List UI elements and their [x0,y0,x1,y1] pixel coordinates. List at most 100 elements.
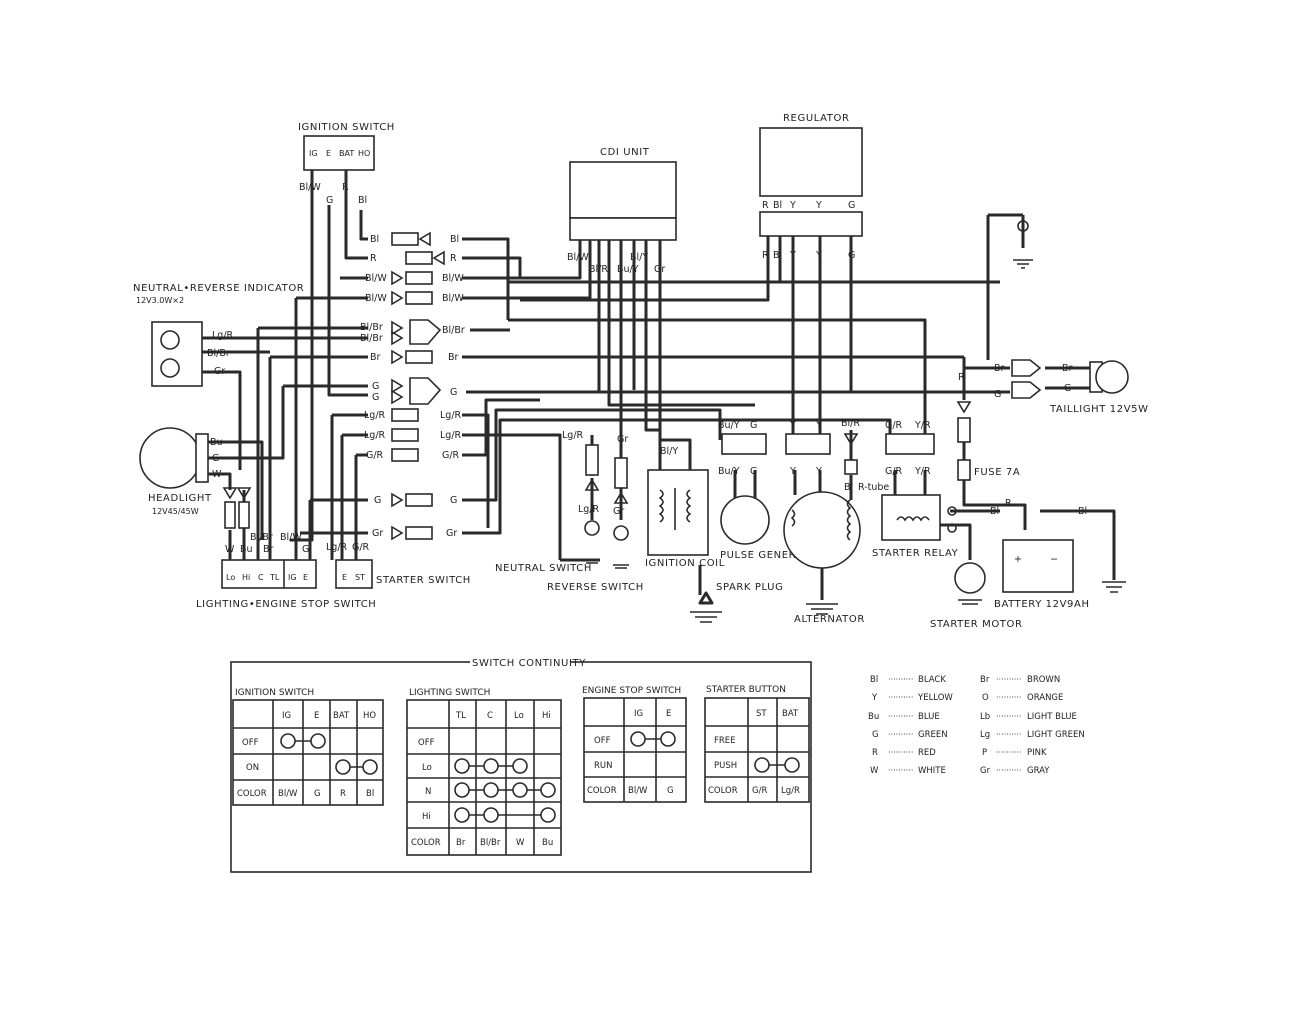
color-legend: Bl ·········· BLACK Y ·········· YELLOW … [868,675,1085,776]
alternator-label: ALTERNATOR [794,614,865,625]
legend-item: Y ·········· YELLOW [871,693,953,703]
legend-code: Br [980,675,990,685]
ignition-terminal: E [326,149,331,158]
wire-label: Bl/W [442,273,464,284]
wire-label: Bl/W [365,273,387,284]
legend-code: Bl [870,675,878,685]
legend-name: YELLOW [917,693,953,703]
legend-name: WHITE [918,766,946,776]
starter-switch: Lg/R G/R E ST STARTER SWITCH [326,542,470,589]
wire-label: Lg/R [440,410,462,421]
wire-label: G [750,420,757,431]
indicator-housing [151,321,203,387]
starter-relay: G/R Y/R G/R Y/R STARTER RELAY [872,420,958,559]
lighting-switch-box [221,559,317,589]
wire-label: Lg/R [578,504,600,515]
table-cell: Bl/Br [480,838,501,848]
battery-plus-icon: + [1014,554,1022,565]
wire-label: Bl/R [841,418,860,429]
wire-label: Bl [844,482,853,493]
wire-label: W [225,544,235,555]
legend-code: Y [871,693,878,703]
wire-label: Lg/R [364,410,386,421]
wire-label: Y [815,466,822,477]
legend-item: G ·········· GREEN [872,730,948,740]
svg-text:··········: ·········· [888,766,913,775]
wire-label: Bl/Br [360,333,383,344]
wire-label: Bl [370,234,379,245]
ignition-coil: Bl/Y IGNITION COIL SPARK PLUG [645,446,783,623]
legend-item: Lb ·········· LIGHT BLUE [980,712,1077,722]
reverse-switch-icon [613,525,629,541]
wire-label: R [762,250,769,261]
wire-label: Bu [240,544,253,555]
table-cell: Br [456,838,466,848]
table-header: IG [282,711,291,721]
table-header: HO [363,711,376,721]
svg-text:··········: ·········· [888,712,913,721]
wire-label: G/R [885,466,903,477]
svg-text:··········: ·········· [888,730,913,739]
legend-name: GRAY [1027,766,1050,776]
headlight-rating: 12V45/45W [152,507,199,516]
wire-label: G [302,544,309,555]
wire-label: Bl/Y [630,252,648,263]
pulse-generator-icon [720,495,770,545]
engine-stop-table-title: ENGINE STOP SWITCH [582,686,681,696]
ignition-switch: IGNITION SWITCH IG E BAT HO Bl/W G R Bl [298,122,394,206]
neutral-switch-icon [584,520,600,536]
table-row-label: OFF [594,736,611,746]
wire-label: Bu/Y [718,466,740,477]
table-cell: Bl/W [628,786,648,796]
legend-item: Bl ·········· BLACK [870,675,946,685]
lighting-table-title: LIGHTING SWITCH [409,688,490,698]
table-color-label: COLOR [411,838,441,848]
table-row-label: Lo [422,763,432,773]
legend-name: GREEN [918,730,948,740]
wire-label: G [848,200,855,211]
wire-label: Bl/W [365,293,387,304]
switch-terminal: Hi [242,573,250,582]
table-color-label: COLOR [708,786,738,796]
wire-label: Y/R [914,420,931,431]
indicator-rating: 12V3.0W×2 [136,296,184,305]
wire-label: Gr [372,528,383,539]
cdi-unit-label: CDI UNIT [600,147,650,158]
svg-text:··········: ·········· [996,730,1021,739]
table-header: TL [455,711,466,721]
table-cell: W [516,838,525,848]
table-header: E [314,711,319,721]
taillight: Br G Br G TAILLIGHT 12V5W [994,220,1149,415]
pulse-generator: Bu/Y G Bu/Y G PULSE GENERATOR [718,420,825,561]
taillight-label: TAILLIGHT 12V5W [1049,404,1149,415]
wire-label: Y [789,420,796,431]
wire-label: G/R [366,450,384,461]
neutral-switch-label: NEUTRAL SWITCH [495,563,592,574]
table-header: ST [756,709,767,719]
wire-label: Bl/Br [250,532,273,543]
pulse-generator-label: PULSE GENERATOR [720,550,825,561]
legend-name: PINK [1027,748,1047,758]
wire-label: R [370,253,377,264]
table-header: IG [634,709,643,719]
wire-label: Br [994,363,1005,374]
wire-label: Bl/W [567,252,589,263]
switch-terminal: IG [288,573,297,582]
legend-item: Lg ·········· LIGHT GREEN [980,730,1085,740]
wire-label: Y [789,200,796,211]
ignition-coil-label: IGNITION COIL [645,558,725,569]
wire-label: Bl [773,200,782,211]
wire-label: G [212,453,219,464]
wire-label: G [1064,383,1071,394]
battery-label: BATTERY 12V9AH [994,599,1090,610]
starter-motor-label: STARTER MOTOR [930,619,1023,630]
wire-label: Br [448,352,459,363]
reverse-switch-label: REVERSE SWITCH [547,582,644,593]
headlight: Bu G W HEADLIGHT 12V45/45W [139,427,252,529]
wire-label: Bl [773,250,782,261]
switch-terminal: E [342,573,347,582]
spark-plug-label: SPARK PLUG [716,582,783,593]
starter-switch-box [335,559,373,589]
wire-label: R [958,372,965,383]
